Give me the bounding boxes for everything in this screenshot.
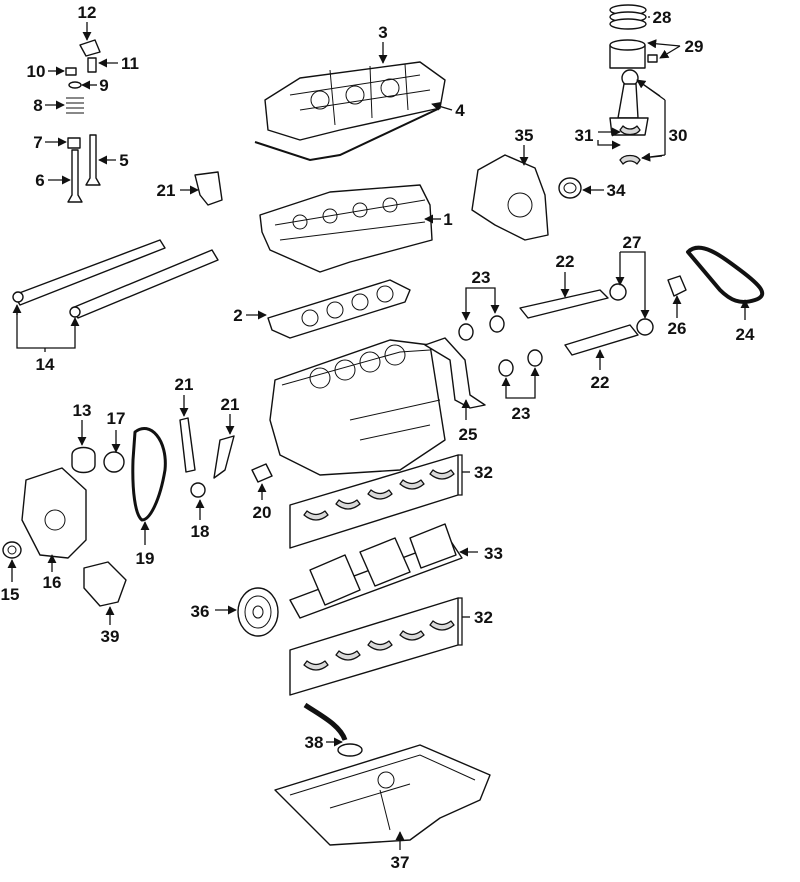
- callout-37: 37: [391, 853, 410, 872]
- callout-23: 23: [472, 268, 491, 287]
- callout-39: 39: [101, 627, 120, 646]
- callout-19: 19: [136, 549, 155, 568]
- crankshaft-part: [289, 523, 463, 619]
- callout-36: 36: [191, 602, 210, 621]
- callout-labels: 12 10 11 9 8 7 5 6 3 4 21 1 2 14 28 29 3…: [1, 3, 755, 872]
- callout-16: 16: [43, 573, 62, 592]
- callout-22b: 22: [591, 373, 610, 392]
- balance-shaft-upper-part: [519, 283, 627, 319]
- chain-guides-part: [179, 171, 235, 479]
- cylinder-head-part: [259, 184, 433, 273]
- callout-29: 29: [685, 37, 704, 56]
- callout-27: 27: [623, 233, 642, 252]
- callout-38: 38: [305, 733, 324, 752]
- main-bearings-lower-part: [289, 597, 459, 696]
- piston-part: [609, 39, 658, 69]
- callout-32: 32: [474, 463, 493, 482]
- callout-17: 17: [107, 409, 126, 428]
- callout-24: 24: [736, 325, 755, 344]
- front-cover-part: [21, 467, 87, 559]
- callout-35: 35: [515, 126, 534, 145]
- head-gasket-part: [267, 279, 411, 339]
- callout-15: 15: [1, 585, 20, 604]
- callout-26: 26: [668, 319, 687, 338]
- callout-33: 33: [484, 544, 503, 563]
- callout-21b: 21: [175, 375, 194, 394]
- callout-7: 7: [33, 133, 42, 152]
- callout-10: 10: [27, 62, 46, 81]
- callout-6: 6: [35, 171, 44, 190]
- timing-chain-part: [131, 427, 167, 522]
- callout-14: 14: [36, 355, 55, 374]
- belt-tensioner-part: [667, 275, 687, 297]
- callout-22: 22: [556, 252, 575, 271]
- callout-21: 21: [157, 181, 176, 200]
- harmonic-balancer-part: [237, 587, 279, 637]
- timing-cover-part: [471, 154, 549, 241]
- piston-rings-part: [609, 4, 647, 30]
- connecting-rod-part: [609, 69, 649, 136]
- crank-seal-part: [2, 541, 22, 559]
- callout-28: 28: [653, 8, 672, 27]
- callout-32b: 32: [474, 608, 493, 627]
- rod-bearings-part: [619, 125, 641, 165]
- callout-25: 25: [459, 425, 478, 444]
- callout-12: 12: [78, 3, 97, 22]
- sprockets-part: [71, 446, 206, 498]
- valve-cover-part: [264, 61, 446, 141]
- callout-8: 8: [33, 96, 42, 115]
- valve-cover-gasket-part: [254, 107, 441, 162]
- callout-34: 34: [607, 181, 626, 200]
- callout-4: 4: [455, 101, 465, 120]
- callout-11: 11: [121, 54, 139, 73]
- callout-20: 20: [253, 503, 272, 522]
- oil-pan-part: [274, 744, 491, 846]
- callout-23b: 23: [512, 404, 531, 423]
- leader-lines: [7, 16, 750, 850]
- shaft-bushings-part: [458, 315, 543, 377]
- camshafts-part: [12, 239, 219, 319]
- callout-5: 5: [119, 151, 128, 170]
- callout-2: 2: [233, 306, 242, 325]
- callout-1: 1: [443, 210, 452, 229]
- oil-pump-part: [83, 561, 127, 607]
- block-bracket-part: [424, 337, 486, 409]
- oil-pickup-part: [303, 702, 363, 757]
- front-seal-part: [558, 177, 582, 199]
- balance-shaft-lower-part: [564, 318, 654, 356]
- sensor-bracket-part: [251, 463, 273, 483]
- callout-13: 13: [73, 401, 92, 420]
- callout-31: 31: [575, 126, 594, 145]
- callout-18: 18: [191, 522, 210, 541]
- engine-block-part: [269, 339, 446, 476]
- serpentine-belt-part: [686, 245, 765, 304]
- callout-9: 9: [99, 76, 108, 95]
- valve-train-part: [65, 39, 101, 203]
- callout-30: 30: [669, 126, 688, 145]
- callout-3: 3: [378, 23, 387, 42]
- callout-21c: 21: [221, 395, 240, 414]
